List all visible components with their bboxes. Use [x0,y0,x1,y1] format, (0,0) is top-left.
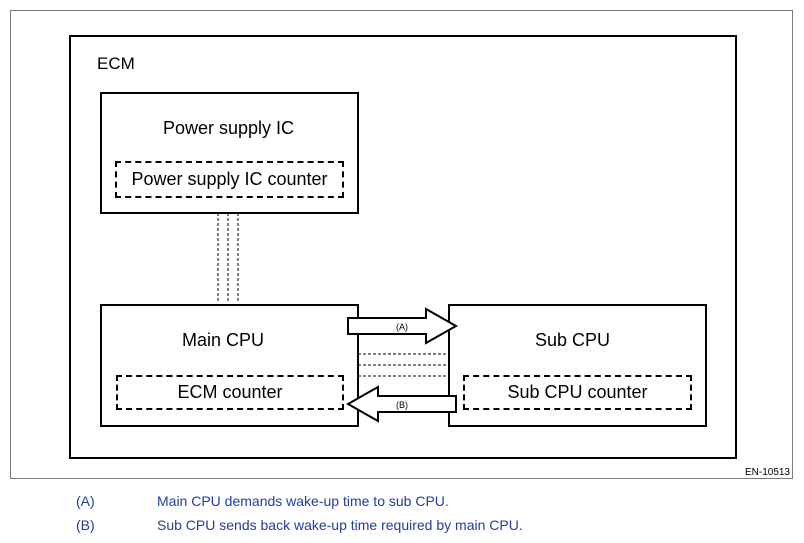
legend-text: Main CPU demands wake-up time to sub CPU… [157,493,449,509]
arrow-b [345,385,457,423]
power-supply-ic-title: Power supply IC [163,118,295,138]
sub-cpu-counter-label: Sub CPU counter [507,382,648,402]
arrow-a-label: (A) [396,322,408,332]
legend-key: (A) [76,493,95,509]
sub-cpu-counter-box: Sub CPU counter [463,375,692,410]
arrow-b-label: (B) [396,400,408,410]
power-supply-ic-box: Power supply IC Power supply IC counter [100,92,359,214]
arrow-a [347,307,459,345]
sub-cpu-title: Sub CPU [535,330,611,350]
legend-text: Sub CPU sends back wake-up time required… [157,517,523,533]
power-supply-ic-counter-label: Power supply IC counter [131,169,328,189]
main-cpu-box: Main CPU ECM counter [100,304,359,427]
legend-key: (B) [76,517,95,533]
cpu-bus-lines [358,353,447,377]
power-supply-ic-counter-box: Power supply IC counter [115,161,344,198]
ecm-counter-label: ECM counter [177,382,283,402]
ecm-counter-box: ECM counter [116,375,344,410]
power-bus-lines [217,213,239,303]
sub-cpu-box: Sub CPU Sub CPU counter [448,304,707,427]
ecm-label: ECM [97,54,135,73]
figure-id: EN-10513 [744,467,790,478]
main-cpu-title: Main CPU [182,330,265,350]
figure-frame: ECM Power supply IC Power supply IC coun… [10,10,793,479]
